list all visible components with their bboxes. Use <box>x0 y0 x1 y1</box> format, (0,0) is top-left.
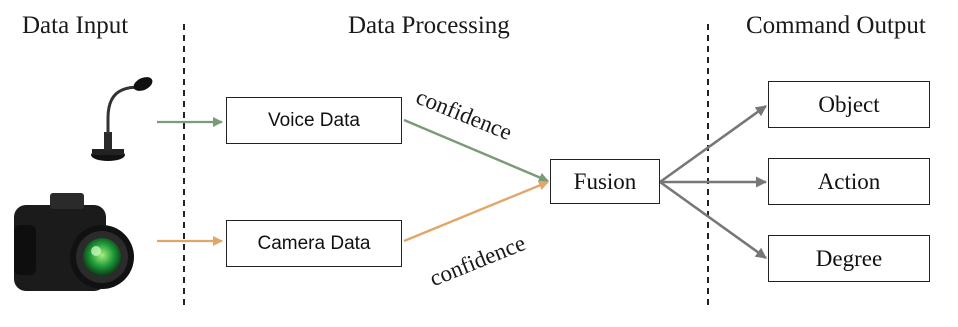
node-fusion: Fusion <box>550 159 660 204</box>
camera-icon <box>14 193 134 291</box>
microphone-icon <box>91 77 153 161</box>
node-voice-data: Voice Data <box>226 97 402 144</box>
node-degree: Degree <box>768 235 930 282</box>
section-title-input: Data Input <box>22 12 129 39</box>
section-title-processing: Data Processing <box>348 12 510 39</box>
arrow-fusion-to-degree <box>659 180 767 260</box>
arrow-fusion-to-object <box>659 104 767 184</box>
node-action: Action <box>768 158 930 205</box>
arrow-voice-to-fusion <box>403 118 549 183</box>
node-object: Object <box>768 81 930 128</box>
section-title-output: Command Output <box>746 12 926 39</box>
arrow-camera-to-fusion <box>403 180 549 243</box>
node-camera-data: Camera Data <box>226 220 402 267</box>
